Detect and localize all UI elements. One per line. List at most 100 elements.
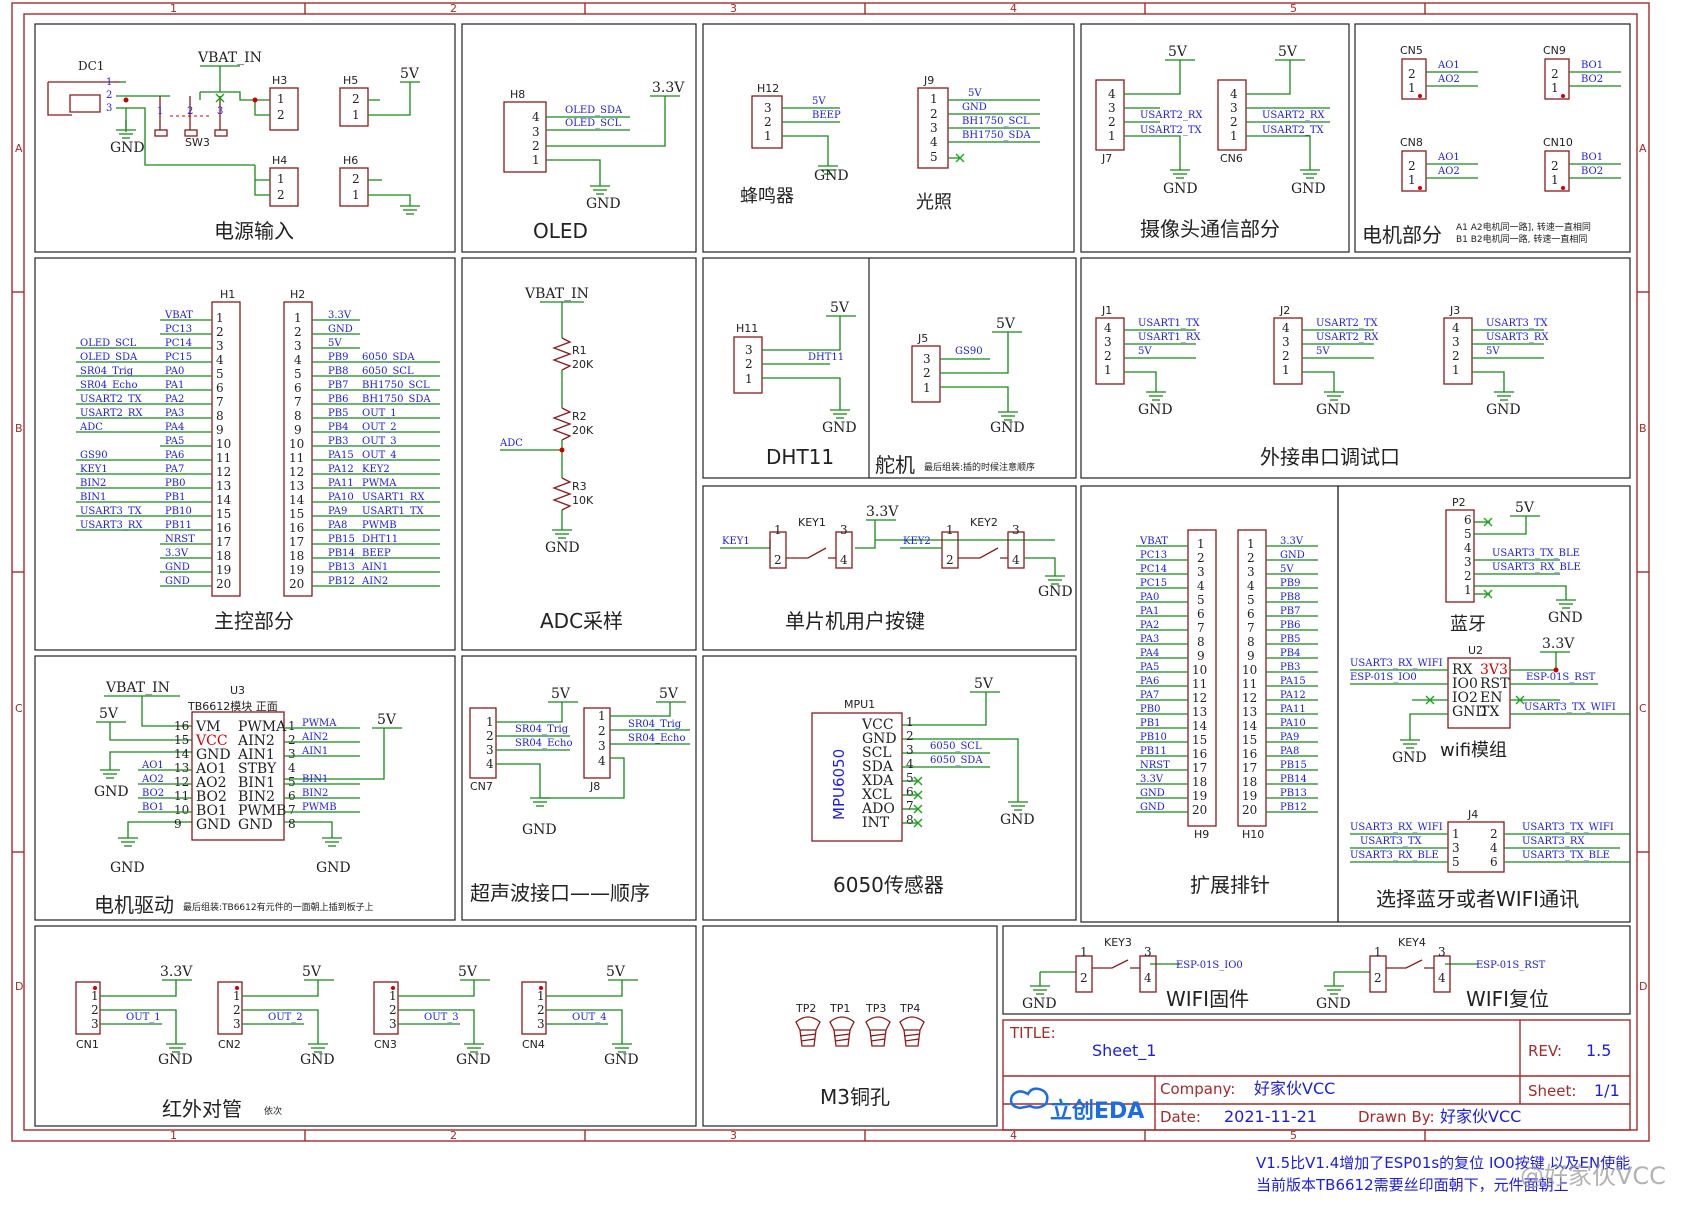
motor-part-note: A1 A2电机同一路], 转速一直相同 — [1456, 221, 1591, 233]
pin-number: 9 — [1247, 649, 1255, 663]
pin-number: 10 — [174, 803, 189, 817]
h9-net-label: PA4 — [1140, 648, 1159, 659]
svg-text:USART2_RX: USART2_RX — [1140, 110, 1203, 121]
svg-text:H4: H4 — [272, 154, 287, 167]
svg-text:5V: 5V — [1168, 44, 1188, 60]
h2-pin-label: PB5 — [328, 408, 348, 419]
pin-number: 1 — [1551, 81, 1559, 95]
h9-net-label: PB10 — [1140, 732, 1167, 743]
grid-row-label: C — [15, 702, 23, 715]
h2-pin-label: PB12 — [328, 576, 355, 587]
motor-connector-ref: CN10 — [1543, 136, 1573, 149]
gnd-label: GND — [604, 1052, 639, 1068]
svg-text:KEY1: KEY1 — [722, 536, 750, 547]
section-boxes — [34, 23, 1631, 1127]
h2-pin-label: PB14 — [328, 548, 355, 559]
h10-net-label: PB5 — [1280, 634, 1300, 645]
gnd-label: GND — [300, 1052, 335, 1068]
ultrasonic-section: 5V 5V CN7 J8 1 2 3 4 1 2 3 4 SR04_Trig S… — [469, 686, 690, 905]
svg-text:4: 4 — [1144, 971, 1152, 985]
svg-text:2: 2 — [1108, 115, 1116, 129]
gnd-wire — [1472, 371, 1505, 392]
h2-net-label: OUT_4 — [362, 450, 397, 461]
motor-connector-body — [1544, 58, 1570, 100]
pin-number: 1 — [294, 311, 302, 325]
svg-text:USART3_RX: USART3_RX — [1522, 836, 1585, 847]
mpu-pin-label: SDA — [862, 759, 894, 775]
svg-text:3: 3 — [745, 343, 753, 357]
svg-text:1: 1 — [157, 106, 163, 117]
svg-text:H6: H6 — [343, 154, 358, 167]
pin-number: 19 — [216, 563, 231, 577]
pin-number: 2 — [1282, 349, 1290, 363]
pin-number: 14 — [1192, 719, 1208, 733]
grid-col-label: 3 — [730, 1129, 737, 1142]
h9-net-label: GND — [1140, 802, 1165, 813]
svg-text:2: 2 — [764, 115, 772, 129]
pin-number: 1 — [1408, 81, 1416, 95]
svg-text:ESP-01S_IO0: ESP-01S_IO0 — [1350, 672, 1417, 683]
u2-left-pin: GND — [1452, 704, 1487, 720]
serial-net-label: 5V — [1138, 346, 1152, 357]
pin-number: 6 — [288, 789, 296, 803]
svg-text:CN6: CN6 — [1220, 152, 1243, 165]
grid-col-label: 4 — [1010, 2, 1017, 15]
h1-net-label: OLED_SCL — [80, 338, 137, 349]
gnd-label: GND — [1138, 402, 1173, 418]
u2-left-pin: RX — [1452, 662, 1473, 678]
svg-text:1: 1 — [277, 92, 285, 106]
h2-net-label: BH1750_SCL — [362, 380, 430, 391]
svg-text:GND: GND — [316, 860, 351, 876]
ir-vcc-wire — [546, 980, 623, 997]
svg-text:20K: 20K — [572, 424, 594, 437]
motor-net-label: AIN2 — [301, 732, 328, 743]
servo-title: 舵机 — [875, 453, 915, 477]
pin-number: 8 — [1247, 635, 1255, 649]
pin-number: 20 — [289, 577, 304, 591]
ir-net-label: OUT_1 — [126, 1012, 161, 1023]
svg-text:1: 1 — [923, 381, 931, 395]
pin-number: 10 — [1242, 663, 1257, 677]
svg-text:BEEP: BEEP — [812, 110, 841, 121]
footer-note-2: 当前版本TB6612需要丝印面朝下，元件面朝上 — [1256, 1176, 1569, 1194]
svg-text:1: 1 — [946, 523, 954, 537]
pin1-marker — [391, 986, 395, 990]
mpu-pin-label: SCL — [862, 745, 892, 761]
pin-number: 8 — [294, 409, 302, 423]
net-label: AO2 — [1437, 74, 1460, 85]
svg-text:Drawn By:: Drawn By: — [1358, 1108, 1435, 1126]
date: 2021-11-21 — [1224, 1107, 1317, 1126]
motor-net-label: PWMB — [302, 802, 337, 813]
pin-number: 5 — [288, 775, 296, 789]
easyeda-logo: 立创EDA — [1050, 1098, 1144, 1124]
h1-net-label: USART2_RX — [80, 408, 143, 419]
grid-col-label: 3 — [730, 2, 737, 15]
pin-number: 2 — [216, 325, 224, 339]
h1-pin-label: PA3 — [165, 408, 184, 419]
pin-number: 4 — [1247, 579, 1255, 593]
svg-text:1: 1 — [1374, 945, 1382, 959]
svg-text:ADC: ADC — [499, 438, 523, 449]
h1-net-label: GS90 — [80, 450, 108, 461]
svg-text:GND: GND — [1000, 812, 1035, 828]
svg-text:3: 3 — [1108, 101, 1116, 115]
wifi-firmware-title: WIFI固件 — [1166, 987, 1249, 1011]
ir-power-label: 5V — [606, 964, 626, 980]
grid-row-label: D — [15, 980, 23, 993]
ir-net-label: OUT_4 — [572, 1012, 607, 1023]
h2-pin-label: PA9 — [328, 506, 347, 517]
u3-right-pin: AIN1 — [237, 747, 275, 763]
h10-net-label: PB9 — [1280, 578, 1300, 589]
svg-text:5V: 5V — [974, 676, 994, 692]
pin-number: 15 — [1242, 733, 1257, 747]
h9-net-label: PA1 — [1140, 606, 1159, 617]
svg-text:GS90: GS90 — [955, 346, 983, 357]
buzzer-title: 蜂鸣器 — [740, 186, 794, 207]
svg-text:4: 4 — [532, 110, 540, 124]
mpu6050-title: 6050传感器 — [833, 873, 944, 897]
u3-left-pin: GND — [196, 747, 231, 763]
net-label: BO1 — [1581, 60, 1603, 71]
svg-text:4: 4 — [1108, 87, 1116, 101]
svg-text:USART3_RX_BLE: USART3_RX_BLE — [1492, 562, 1581, 573]
